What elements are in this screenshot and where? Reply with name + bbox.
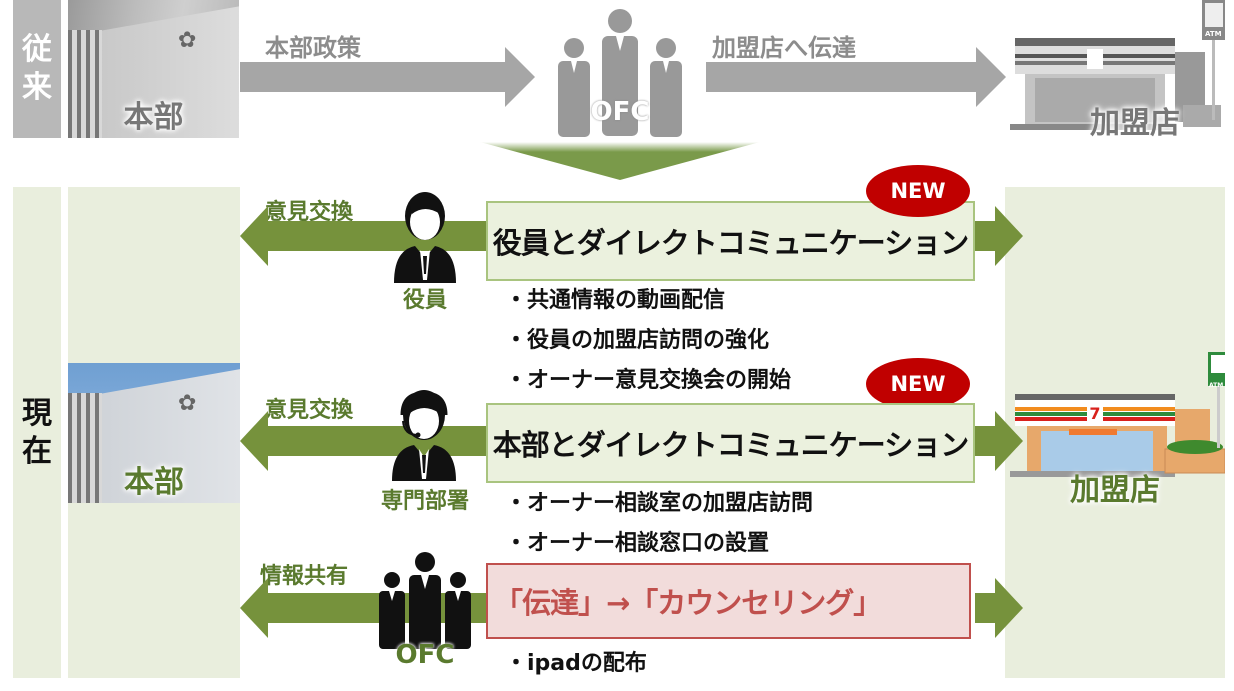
ofc-team-people-icon [376, 551, 474, 651]
bullet-item: ・オーナー相談室の加盟店訪問 [505, 491, 814, 516]
relay-arrow-label: 加盟店へ伝達 [712, 34, 856, 62]
row2-new-badge: NEW [866, 358, 970, 410]
row1-left-arrow [240, 206, 490, 266]
corporate-logo-icon: ✿ [178, 28, 197, 53]
row1-right-arrow [975, 206, 1023, 266]
arrow-right-icon [505, 47, 535, 107]
arrow-shaft [240, 62, 505, 92]
row2-bullets: ・オーナー相談室の加盟店訪問 ・オーナー相談窓口の設置 [505, 484, 813, 564]
bullet-item: ・オーナー相談窓口の設置 [505, 531, 770, 556]
current-atm-sign: ATM [1209, 382, 1224, 389]
row1-new-badge: NEW [866, 165, 970, 217]
arrow-right-icon [995, 206, 1023, 266]
row2-right-arrow [975, 411, 1023, 471]
legacy-store-illustration: ATM 加盟店 [1005, 0, 1226, 141]
row3-bullets: ・ipadの配布 [505, 644, 647, 684]
ofc-people-icon [558, 9, 682, 137]
policy-arrow [240, 47, 535, 107]
triangle-fade [480, 142, 760, 152]
bullet-item: ・ipadの配布 [505, 651, 647, 676]
arrow-right-icon [995, 411, 1023, 471]
row2-direct-comm-box: 本部とダイレクトコミュニケーション [486, 403, 975, 483]
legacy-ofc-group: OFC [550, 5, 690, 137]
arrow-shaft [975, 593, 995, 623]
bullet-item: ・役員の加盟店訪問の強化 [505, 328, 770, 353]
row3-arrow-label: 情報共有 [260, 564, 349, 589]
current-hq-caption: 本部 [124, 465, 184, 500]
row2-left-arrow [240, 411, 490, 471]
legacy-store-caption: 加盟店 [1090, 106, 1180, 141]
row2-arrow-label: 意見交換 [265, 398, 354, 423]
arrow-left-icon [240, 411, 268, 471]
legacy-hq-caption: 本部 [123, 100, 184, 135]
row2-person-caption: 専門部署 [380, 489, 469, 514]
arrow-shaft [706, 62, 976, 92]
row1-bullets: ・共通情報の動画配信 ・役員の加盟店訪問の強化 ・オーナー意見交換会の開始 [505, 281, 791, 401]
relay-arrow [706, 47, 1006, 107]
legacy-hq-photo: ✿ 本部 [68, 0, 239, 138]
row1-person-caption: 役員 [402, 288, 447, 313]
legacy-atm-sign: ATM [1205, 30, 1222, 38]
bullet-item: ・オーナー意見交換会の開始 [505, 368, 792, 393]
legacy-label-char: 従 [22, 32, 52, 67]
corporate-logo-icon: ✿ [178, 391, 197, 416]
row1-direct-comm-box: 役員とダイレクトコミュニケーション [486, 201, 975, 281]
convenience-store-icon [1010, 0, 1226, 130]
arrow-left-icon [240, 206, 268, 266]
arrow-right-icon [995, 578, 1023, 638]
current-label-char: 在 [22, 433, 52, 469]
legacy-ofc-caption: OFC [590, 97, 650, 127]
arrow-shaft [975, 221, 995, 251]
arrow-shaft [975, 426, 995, 456]
legacy-section-label: 従 来 [13, 0, 61, 138]
policy-arrow-label: 本部政策 [265, 34, 361, 62]
legacy-label-char: 来 [22, 70, 52, 105]
operator-headset-person-icon [388, 385, 460, 481]
executive-person-icon [390, 188, 460, 283]
building-fins [68, 393, 102, 503]
convenience-store-icon: 7 [1010, 352, 1225, 477]
svg-text:7: 7 [1089, 404, 1100, 423]
arrow-shaft [268, 426, 490, 456]
arrow-shaft [268, 221, 490, 251]
bullet-item: ・共通情報の動画配信 [505, 288, 726, 313]
current-store-panel: 7 ATM 加盟店 [1005, 187, 1225, 678]
current-store-caption: 加盟店 [1070, 473, 1160, 508]
row3-right-arrow [975, 578, 1023, 638]
building-fins [68, 30, 102, 138]
arrow-right-icon [976, 47, 1006, 107]
row3-counseling-box: 「伝達」→「カウンセリング」 [486, 563, 971, 639]
current-section-label: 現 在 [13, 187, 61, 678]
current-hq-photo: ✿ 本部 [68, 363, 240, 503]
row3-person-caption: OFC [395, 640, 455, 670]
row1-arrow-label: 意見交換 [265, 200, 354, 225]
arrow-left-icon [240, 578, 268, 638]
current-label-char: 現 [22, 395, 52, 431]
